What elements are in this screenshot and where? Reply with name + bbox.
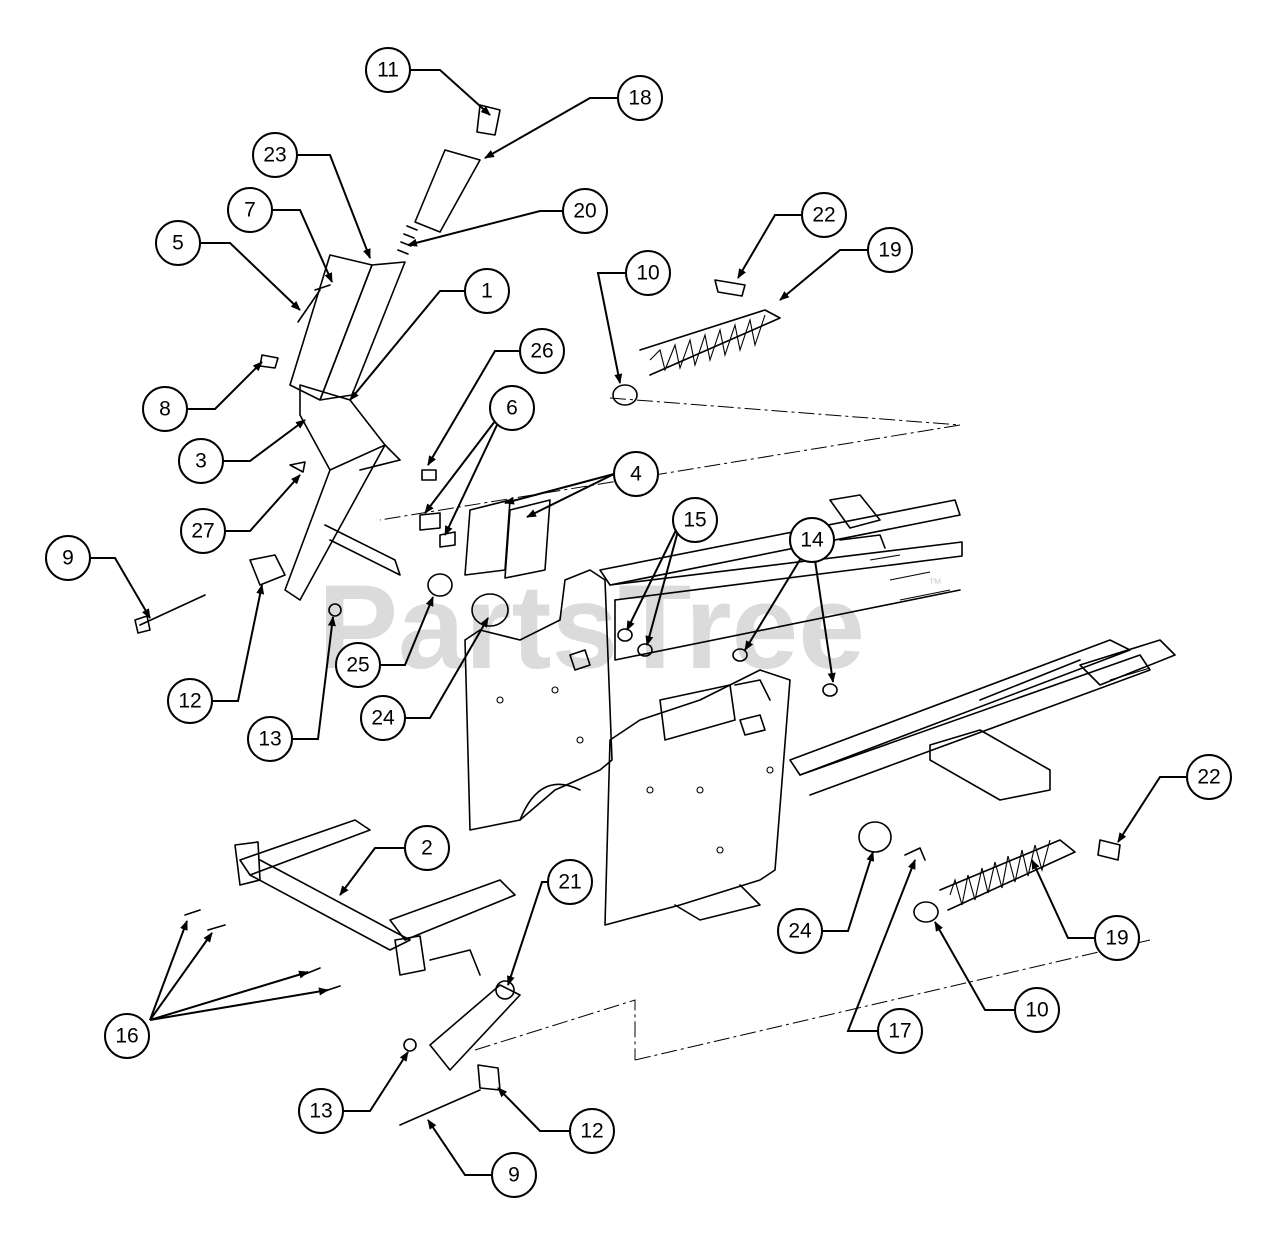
callout-1-label: 1 [481,280,493,303]
callout-19-top-label: 19 [878,239,901,262]
side-plate-left [464,569,613,831]
callout-25: 25 [335,642,381,688]
callout-17: 17 [877,1008,923,1054]
callout-13-bottom: 13 [298,1088,344,1134]
callout-27-label: 27 [191,520,214,543]
callout-3: 3 [178,438,224,484]
callout-26-label: 26 [530,340,553,363]
callout-15-label: 15 [683,509,706,532]
frame-rails [599,494,1176,801]
callout-19-right-label: 19 [1105,927,1128,950]
callout-12-bottom-label: 12 [580,1120,603,1143]
watermark-trademark: ™ [928,575,942,591]
callout-22-top-label: 22 [812,204,835,227]
spring-top [612,279,781,406]
callout-13-left-label: 13 [258,728,281,751]
callout-10-top-label: 10 [636,262,659,285]
callout-12-bottom: 12 [569,1108,615,1154]
callout-5: 5 [155,220,201,266]
callout-19-right: 19 [1094,915,1140,961]
callout-8-label: 8 [159,398,171,421]
callout-23: 23 [252,132,298,178]
callout-6-label: 6 [506,397,518,420]
callout-24-mid-label: 24 [371,707,395,730]
reference-lines [379,397,1151,1061]
callout-2-label: 2 [421,837,433,860]
callout-7-label: 7 [244,199,256,222]
callout-10-top: 10 [625,250,671,296]
side-plate-right [604,669,791,926]
callout-16-label: 16 [115,1025,138,1048]
callout-20-label: 20 [573,200,596,223]
callout-4: 4 [613,451,659,497]
callout-23-label: 23 [263,144,286,167]
pins-and-bolts [134,284,926,1052]
handle-grip [397,104,501,255]
callout-9-left: 9 [45,535,91,581]
callout-11: 11 [365,47,411,93]
callout-8: 8 [142,386,188,432]
callout-10-right-label: 10 [1025,999,1048,1022]
callout-5-label: 5 [172,232,184,255]
callout-22-right: 22 [1186,754,1232,800]
callout-20: 20 [562,188,608,234]
callout-22-right-label: 22 [1197,766,1220,789]
callout-7: 7 [227,187,273,233]
callout-24-right: 24 [777,908,823,954]
callout-18-label: 18 [628,87,651,110]
callout-25-label: 25 [346,654,369,677]
callout-24-right-label: 24 [788,920,812,943]
callout-17-label: 17 [888,1020,911,1043]
callout-9-bottom: 9 [491,1152,537,1198]
cross-shaft [234,819,516,976]
callout-12-left-label: 12 [178,690,201,713]
callout-6: 6 [489,385,535,431]
watermark-text: PartsTree [318,560,865,694]
callout-16: 16 [104,1013,150,1059]
callout-11-label: 11 [377,59,399,82]
callout-22-top: 22 [801,192,847,238]
callout-18: 18 [617,75,663,121]
callout-4-label: 4 [630,463,642,486]
callout-12-left: 12 [167,678,213,724]
spring-right [913,839,1121,923]
callout-9-left-label: 9 [62,547,74,570]
callout-14-label: 14 [800,529,824,552]
callout-3-label: 3 [195,450,207,473]
callout-21-label: 21 [558,871,581,894]
callout-15: 15 [672,497,718,543]
callout-19-top: 19 [867,227,913,273]
callout-9-bottom-label: 9 [508,1164,520,1187]
callout-21: 21 [547,859,593,905]
callout-26: 26 [519,328,565,374]
link-arm [399,980,521,1126]
pedal-lever [249,254,406,601]
callout-27: 27 [180,508,226,554]
callout-2: 2 [404,825,450,871]
callout-1: 1 [464,268,510,314]
callout-13-bottom-label: 13 [309,1100,332,1123]
callout-14: 14 [789,517,835,563]
callout-24-mid: 24 [360,695,406,741]
callout-13-left: 13 [247,716,293,762]
callout-10-right: 10 [1014,987,1060,1033]
